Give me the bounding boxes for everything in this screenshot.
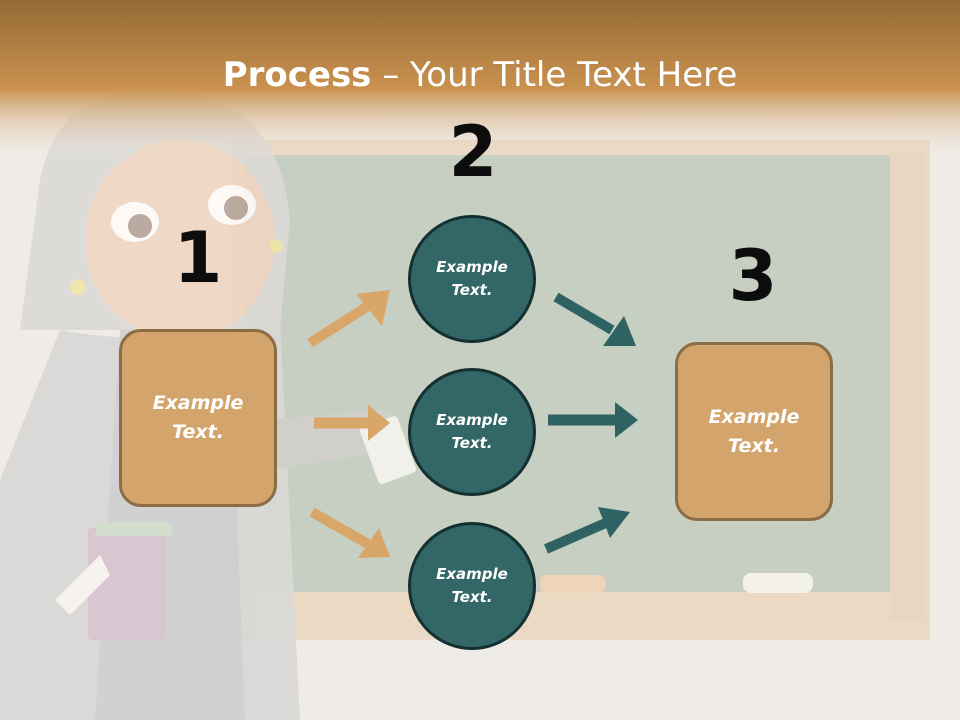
circle-top[interactable]: Example Text.: [408, 215, 536, 343]
arrow-left-to-top: [307, 290, 390, 348]
step-number-2: 2: [448, 111, 498, 193]
circle-top-text: Example Text.: [436, 258, 508, 299]
left-text-box[interactable]: Example Text.: [119, 329, 277, 507]
arrow-bottom-to-right: [544, 507, 630, 554]
step-number-1: 1: [173, 217, 223, 299]
arrow-left-to-bottom: [309, 507, 390, 558]
title-bold: Process: [222, 55, 372, 95]
arrow-top-to-right: [553, 292, 636, 346]
right-box-text: Example Text.: [708, 405, 800, 457]
circle-middle-text: Example Text.: [436, 411, 508, 452]
slide-title: Process – Your Title Text Here: [0, 52, 960, 98]
arrow-middle-to-right: [548, 402, 638, 438]
circle-middle[interactable]: Example Text.: [408, 368, 536, 496]
left-box-text: Example Text.: [152, 392, 244, 443]
title-rest: – Your Title Text Here: [371, 55, 738, 95]
step-number-3: 3: [728, 235, 778, 317]
circle-bottom-text: Example Text.: [436, 565, 508, 606]
right-text-box[interactable]: Example Text.: [675, 342, 833, 521]
circle-bottom[interactable]: Example Text.: [408, 522, 536, 650]
header-band: [0, 0, 960, 160]
arrow-left-to-middle: [314, 405, 390, 441]
